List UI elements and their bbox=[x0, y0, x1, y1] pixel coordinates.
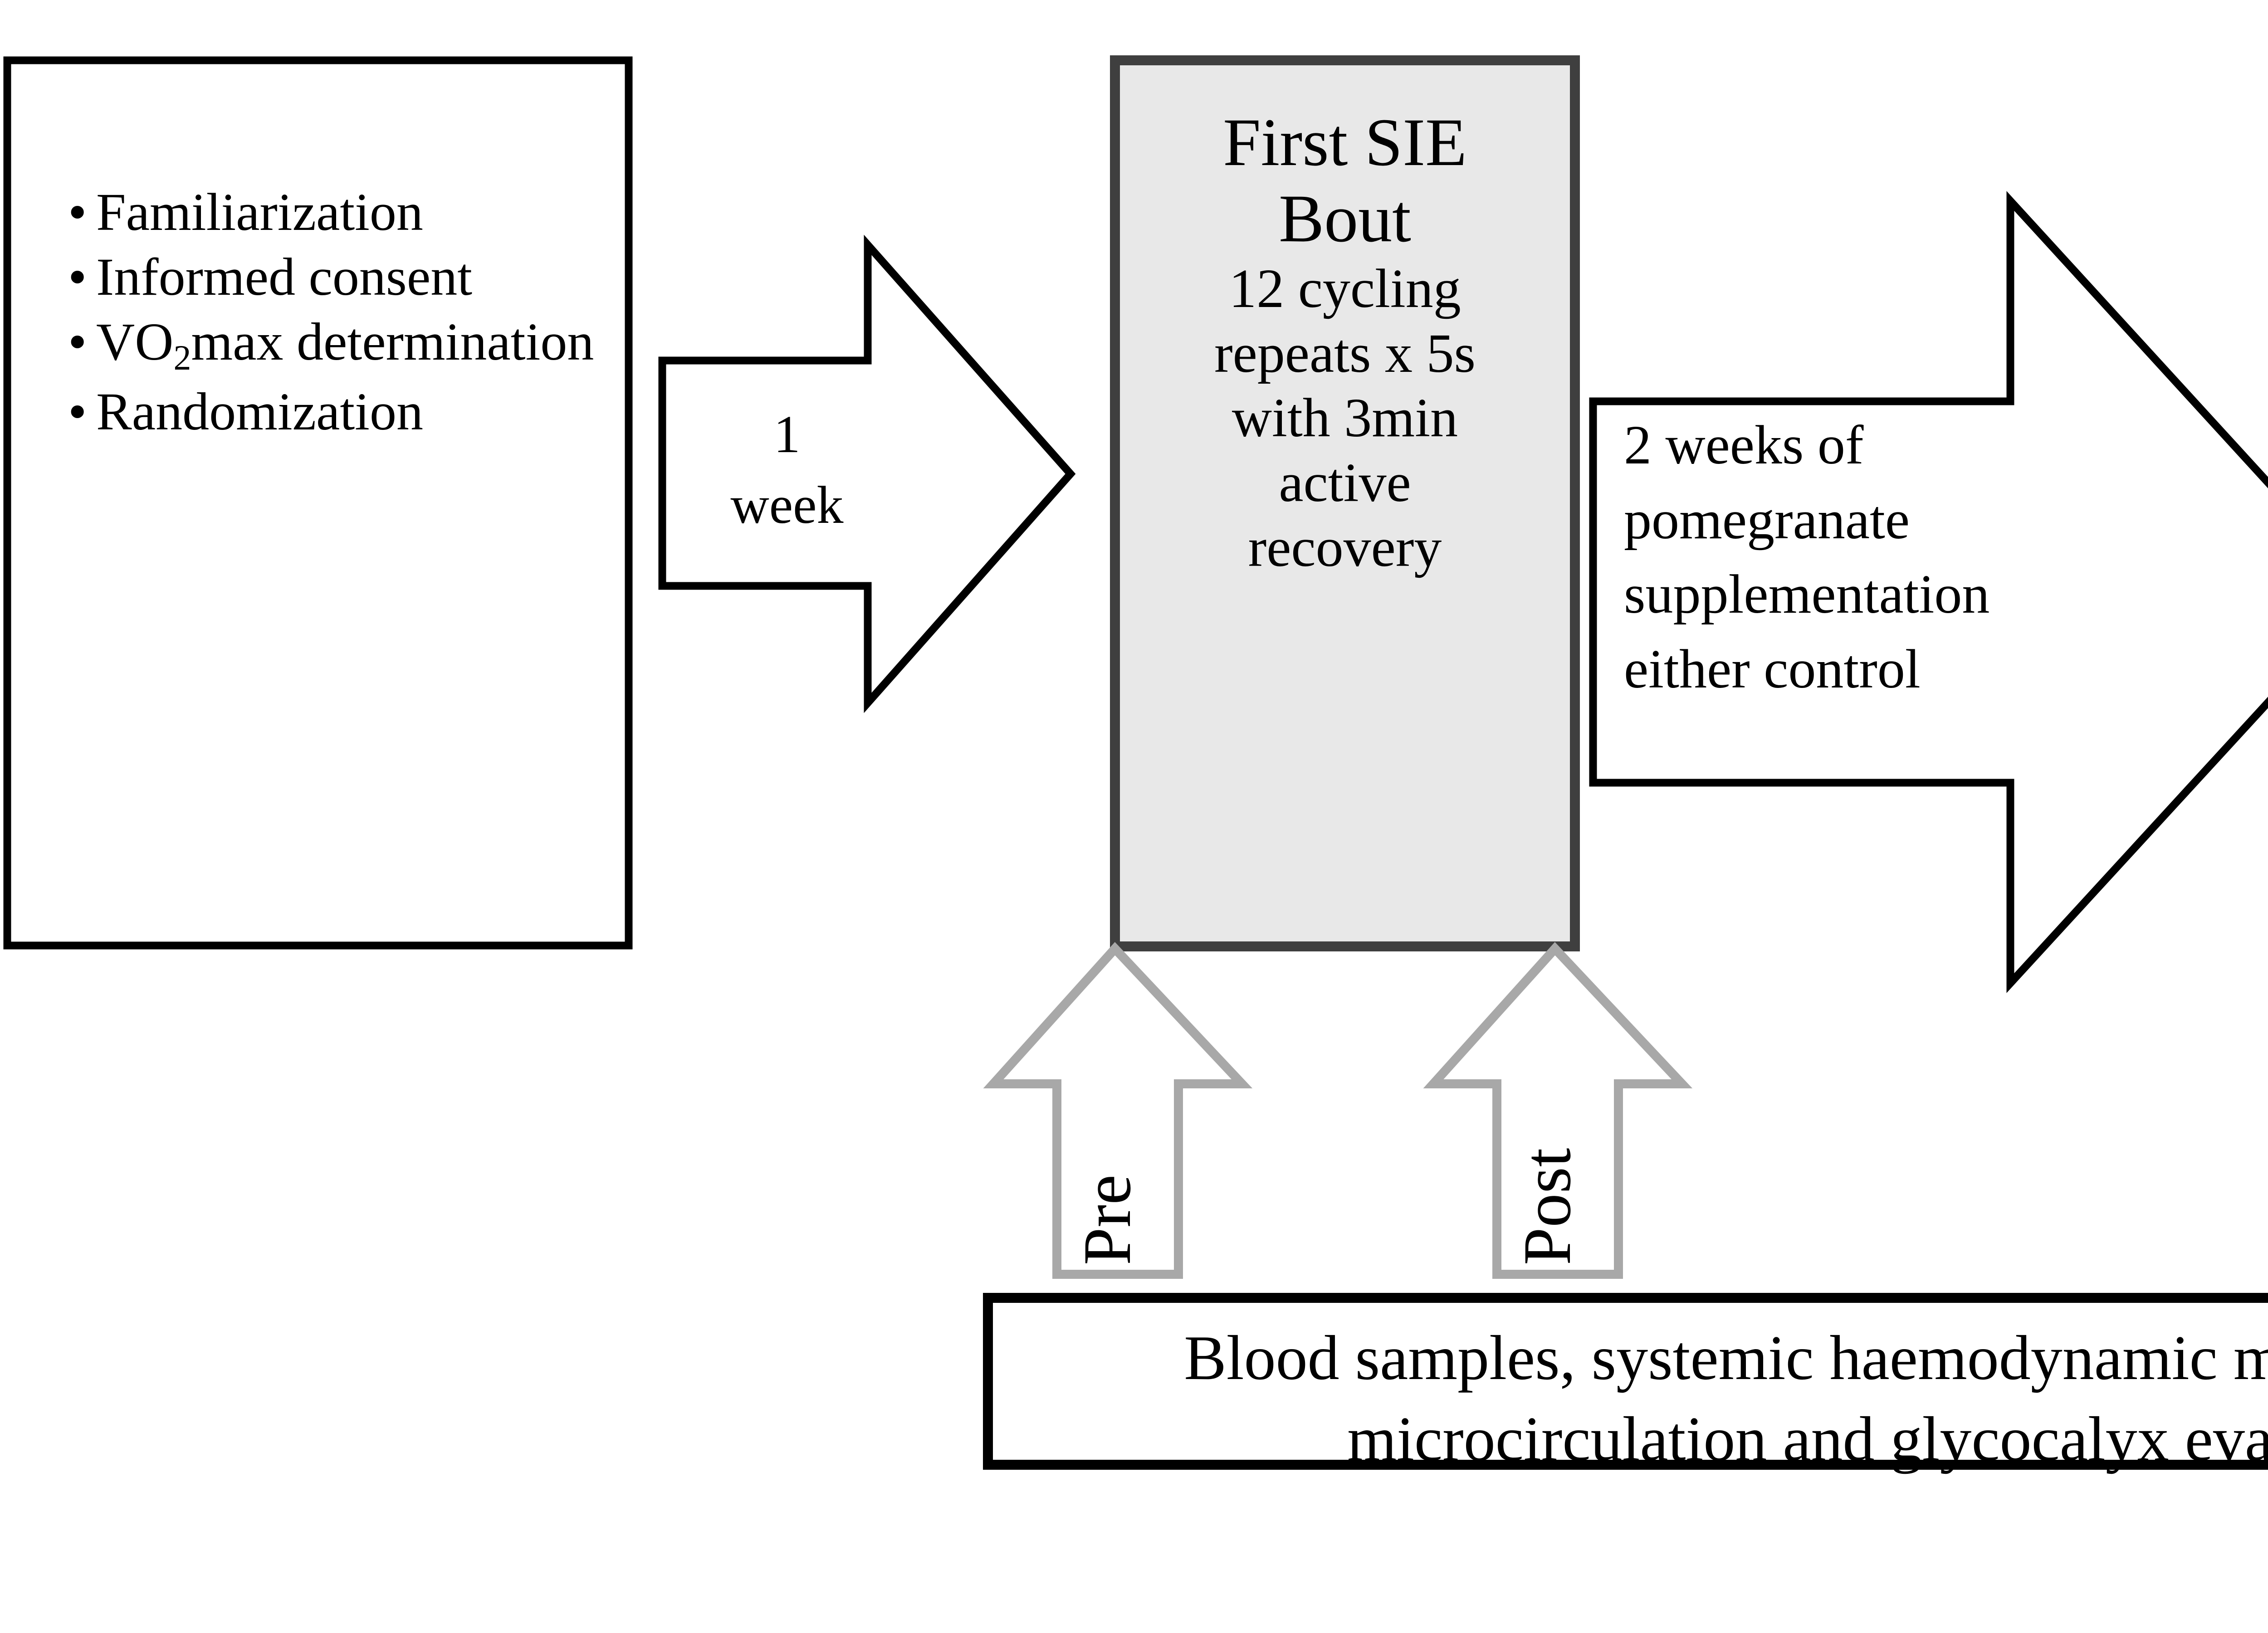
first-sie-bout-box-shape bbox=[1110, 55, 1580, 951]
interval-arrow-2-line-3: supplementation bbox=[1624, 564, 1990, 625]
bullet-icon: • bbox=[68, 312, 87, 371]
first-sie-bout-body-line-1: 12 cycling bbox=[1229, 258, 1461, 319]
list-item-label-post: max determination bbox=[191, 312, 594, 371]
list-item: • Familiarization bbox=[68, 181, 603, 244]
interval-arrow-2-line-2: pomegranate bbox=[1624, 489, 1910, 551]
interval-arrow-2-shape bbox=[1589, 191, 2268, 993]
first-sie-bout-body-line-3: with 3min bbox=[1232, 387, 1458, 449]
list-item-label-subscript: 2 bbox=[173, 338, 191, 377]
interval-arrow-2-line-1: 2 weeks of bbox=[1624, 414, 1864, 476]
pre-first-bout-arrow-shape bbox=[983, 942, 1253, 1279]
first-sie-bout-body-line-4: active bbox=[1279, 452, 1411, 514]
first-sie-bout-title-line-2: Bout bbox=[1279, 181, 1411, 256]
preparation-box-shape bbox=[3, 56, 633, 950]
first-sie-bout-body-line-2: repeats x 5s bbox=[1214, 322, 1476, 384]
preparation-bullet-list: • Familiarization • Informed consent • V… bbox=[68, 181, 603, 446]
list-item: • VO2max determination bbox=[68, 311, 603, 378]
list-item-label: Familiarization bbox=[96, 182, 423, 242]
measurements-banner-line-1: Blood samples, systemic haemodynamic mea… bbox=[1184, 1323, 2268, 1393]
list-item-label-pre: VO bbox=[96, 312, 174, 371]
bullet-icon: • bbox=[68, 182, 87, 242]
list-item: • Randomization bbox=[68, 381, 603, 443]
first-sie-bout-label: First SIE Bout 12 cycling repeats x 5s w… bbox=[1116, 104, 1574, 580]
bullet-icon: • bbox=[68, 381, 87, 441]
post-first-bout-label: Post bbox=[1510, 1148, 1585, 1265]
interval-arrow-2-label: 2 weeks of pomegranate supplementation e… bbox=[1624, 408, 2214, 707]
interval-arrow-1-shape bbox=[658, 234, 1076, 713]
interval-arrow-2-line-4: either control bbox=[1624, 639, 1921, 700]
list-item: • Informed consent bbox=[68, 246, 603, 308]
measurements-banner-shape bbox=[983, 1293, 2268, 1470]
measurements-banner-line-2: microcirculation and glycocalyx evaluati… bbox=[1347, 1404, 2268, 1475]
interval-arrow-1-line-1: 1 bbox=[773, 405, 801, 464]
list-item-label: VO2max determination bbox=[96, 311, 603, 378]
bullet-icon: • bbox=[68, 247, 87, 307]
pre-first-bout-label: Pre bbox=[1070, 1175, 1145, 1265]
list-item-label: Informed consent bbox=[96, 247, 472, 307]
interval-arrow-1-line-2: week bbox=[730, 475, 844, 535]
list-item-label: Randomization bbox=[96, 381, 423, 441]
first-sie-bout-title-line-1: First SIE bbox=[1223, 105, 1467, 180]
post-first-bout-arrow-shape bbox=[1423, 942, 1693, 1279]
measurements-banner-label: Blood samples, systemic haemodynamic mea… bbox=[1025, 1317, 2268, 1480]
first-sie-bout-body-line-5: recovery bbox=[1248, 517, 1442, 578]
interval-arrow-1-label: 1 week bbox=[708, 399, 866, 541]
